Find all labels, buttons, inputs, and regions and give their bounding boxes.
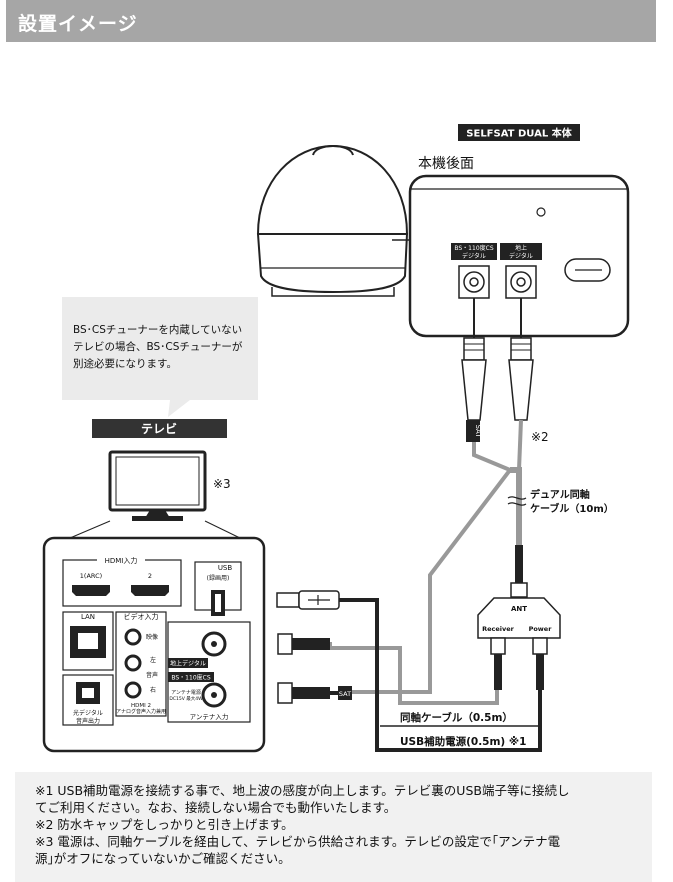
coax-short-label: 同軸ケーブル（0.5m） xyxy=(400,711,513,724)
splitter-receiver-label: Receiver xyxy=(482,625,515,633)
splitter: ANT Receiver Power xyxy=(477,545,561,690)
antenna-terrestrial-label: 地上デジタル xyxy=(170,660,206,668)
video-jack xyxy=(124,628,142,646)
note-2: ※2 防水キャップをしっかりと引き上げます。 xyxy=(35,817,294,832)
video-label: 映像 xyxy=(146,633,158,641)
unit-port-terrestrial xyxy=(505,265,537,299)
callout-box xyxy=(62,297,258,417)
power-note-1: アンテナ電源 xyxy=(171,689,201,696)
audio-left-label: 左 xyxy=(150,656,156,664)
lan-label: LAN xyxy=(81,613,95,621)
hdmi-2-label: 2 xyxy=(148,572,152,580)
dual-coax-label-1: デュアル同軸 xyxy=(530,488,590,501)
installation-diagram: BS･CSチューナーを内蔵していない テレビの場合、BS･CSチューナーが 別途… xyxy=(42,124,630,753)
connector-bs: SAT xyxy=(277,682,352,704)
port-bs-label-1: BS・110度CS xyxy=(454,244,493,252)
tv-label: テレビ xyxy=(141,421,177,436)
antenna-bs-label: BS・110度CS xyxy=(171,674,210,682)
unit-name-badge xyxy=(458,124,580,141)
cable-terrestrial xyxy=(508,298,534,471)
connector-terrestrial xyxy=(277,633,330,655)
unit-back-label: 本機後面 xyxy=(418,156,474,172)
waterproof-note: ※2 xyxy=(531,430,549,444)
splitter-ant-label: ANT xyxy=(511,605,527,613)
usb-power-cable xyxy=(276,590,542,752)
tv-note-mark: ※3 xyxy=(213,477,231,491)
hdmi2-note-2: アナログ音声入力兼用 xyxy=(116,708,166,715)
sat-tag-top: SAT xyxy=(474,424,482,438)
dual-coax-to-tv xyxy=(350,468,512,694)
cable-bs: SAT xyxy=(461,298,511,472)
hdmi2-note-1: HDMI 2 xyxy=(131,703,151,709)
dual-coax-label-2: ケーブル（10m） xyxy=(530,502,614,515)
indicator-hole xyxy=(536,207,546,217)
footnotes-box: ※1 USB補助電源を接続する事で、地上波の感度が向上します。テレビ裏のUSB端… xyxy=(15,772,652,882)
optical-label-1: 光デジタル xyxy=(73,709,103,717)
tv-illustration xyxy=(108,450,207,521)
page-title: 設置イメージ xyxy=(18,13,138,35)
power-note-2: DC15V 最大4W xyxy=(169,695,203,702)
audio-right-jack xyxy=(124,681,142,699)
unit-port-bs xyxy=(458,265,490,299)
audio-right-label: 右 xyxy=(150,686,156,694)
splitter-power-label: Power xyxy=(529,625,553,633)
callout-line-3: 別途必要になります。 xyxy=(73,357,177,370)
unit-name-badge-text: SELFSAT DUAL 本体 xyxy=(466,127,572,140)
tv-label-bar xyxy=(92,419,227,438)
handle-slot xyxy=(564,258,611,282)
port-terrestrial-label-2: デジタル xyxy=(509,252,533,260)
port-bs-label-2: デジタル xyxy=(462,252,486,260)
note-1b: てご利用ください。なお、接続しない場合でも動作いたします。 xyxy=(35,800,397,815)
audio-left-jack xyxy=(124,654,142,672)
note-3a: ※3 電源は、同軸ケーブルを経由して、テレビから供給されます。テレビの設定で｢ア… xyxy=(35,834,561,849)
hdmi-1-label: 1(ARC) xyxy=(80,572,102,580)
optical-label-2: 音声出力 xyxy=(76,717,100,725)
hdmi-2-port xyxy=(131,585,169,596)
port-terrestrial-label-1: 地上 xyxy=(515,244,527,252)
note-3b: 源｣がオフになっていないかご確認ください。 xyxy=(35,851,291,866)
usb-title: USB xyxy=(218,564,233,572)
usb-power-label: USB補助電源(0.5m) ※1 xyxy=(400,735,526,748)
antenna-input-label: アンテナ入力 xyxy=(190,712,229,721)
video-group-label: ビデオ入力 xyxy=(124,612,159,621)
callout-line-1: BS･CSチューナーを内蔵していない xyxy=(73,323,242,336)
audio-label: 音声 xyxy=(146,671,158,679)
sat-tag-bottom: SAT xyxy=(339,690,351,698)
callout-line-2: テレビの場合、BS･CSチューナーが xyxy=(73,340,243,353)
hdmi-group-label: HDMI入力 xyxy=(105,556,138,565)
note-1a: ※1 USB補助電源を接続する事で、地上波の感度が向上します。テレビ裏のUSB端… xyxy=(35,783,570,798)
selfsat-dome xyxy=(256,144,409,297)
section-header: 設置イメージ xyxy=(6,0,656,42)
usb-sub: (録画用) xyxy=(207,574,230,582)
hdmi-1-port xyxy=(72,585,110,596)
